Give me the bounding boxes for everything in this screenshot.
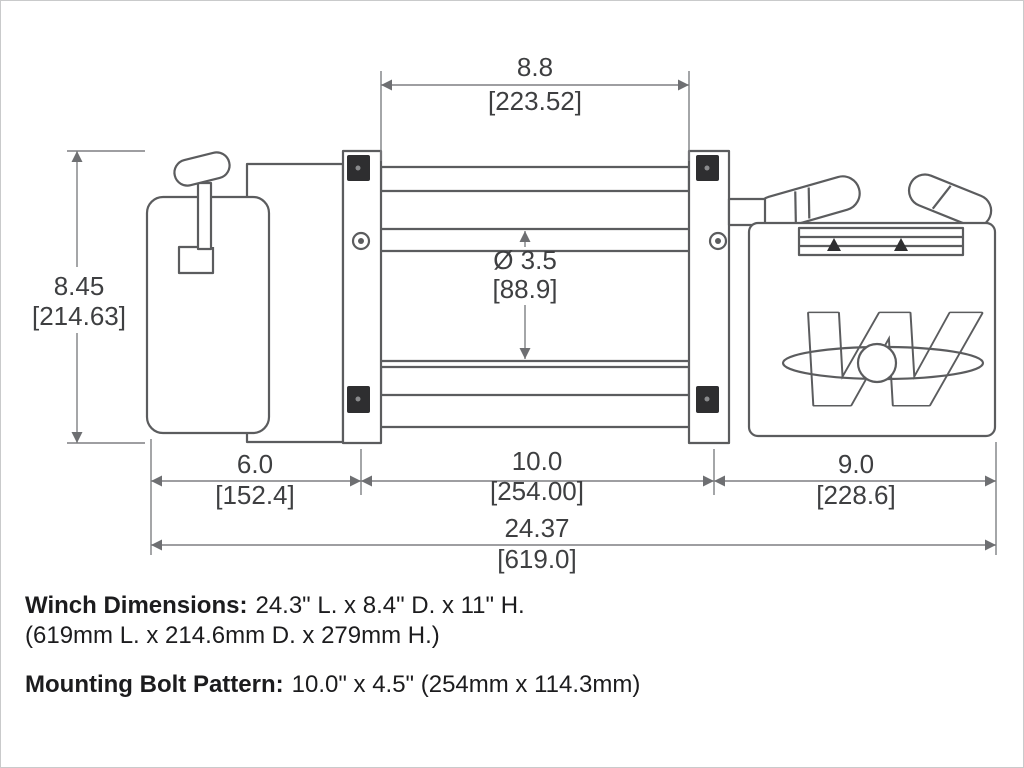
coupling: [727, 197, 767, 227]
dim-top-width-in: 8.8: [517, 52, 553, 82]
tie-rod-nut-dots: [355, 165, 710, 402]
warn-logo: W: [781, 286, 985, 437]
dim-drum-dia-mm: [88.9]: [492, 274, 557, 304]
dimension-labels: 8.8 [223.52] 8.45 [214.63] Ø 3.5 [88.9] …: [32, 52, 896, 574]
warn-logo-ball: [856, 342, 898, 384]
tie-rod-bottom: [379, 365, 691, 397]
dimension-lines: [67, 71, 997, 555]
dim-drum-dia-in: Ø 3.5: [493, 245, 557, 275]
mounting-bolt-pattern-value: 10.0" x 4.5" (254mm x 114.3mm): [291, 670, 641, 698]
dim-motor-len-in: 6.0: [237, 449, 273, 479]
dim-overall-in: 24.37: [504, 513, 569, 543]
spec-notes: Winch Dimensions: 24.3" L. x 8.4" D. x 11…: [25, 591, 640, 700]
dim-overall-mm: [619.0]: [497, 544, 577, 574]
dim-bolt-span-mm: [254.00]: [490, 476, 584, 506]
winch-dimensions-imperial: 24.3" L. x 8.4" D. x 11" H.: [255, 592, 525, 619]
winch-drawing: W: [145, 149, 997, 445]
dim-height-in: 8.45: [54, 271, 105, 301]
mounting-bolt-pattern-note: Mounting Bolt Pattern:10.0" x 4.5" (254m…: [25, 670, 640, 700]
winch-dimensions-metric: (619mm L. x 214.6mm D. x 279mm H.): [25, 622, 440, 650]
winch-diagram: W: [32, 52, 997, 574]
vent-panel: [797, 226, 965, 257]
winch-dimensions-label: Winch Dimensions:: [25, 592, 248, 619]
clutch-lever-elbow: [177, 245, 215, 275]
winch-dimensions-note: Winch Dimensions: 24.3" L. x 8.4" D. x 11…: [25, 591, 640, 652]
clutch-lever-grip: [173, 151, 231, 187]
gear-housing: [747, 221, 997, 438]
tie-rod-top: [379, 165, 691, 193]
dim-gear-len-mm: [228.6]: [816, 480, 896, 510]
mounting-bolt-pattern-label: Mounting Bolt Pattern:: [25, 670, 284, 698]
clutch-handle-right: [907, 173, 993, 228]
dim-motor-len-mm: [152.4]: [215, 480, 295, 510]
clutch-lever-stem: [196, 181, 213, 251]
dim-top-width-mm: [223.52]: [488, 86, 582, 116]
dim-gear-len-in: 9.0: [838, 449, 874, 479]
dim-height-mm: [214.63]: [32, 301, 126, 331]
dim-bolt-span-in: 10.0: [512, 446, 563, 476]
